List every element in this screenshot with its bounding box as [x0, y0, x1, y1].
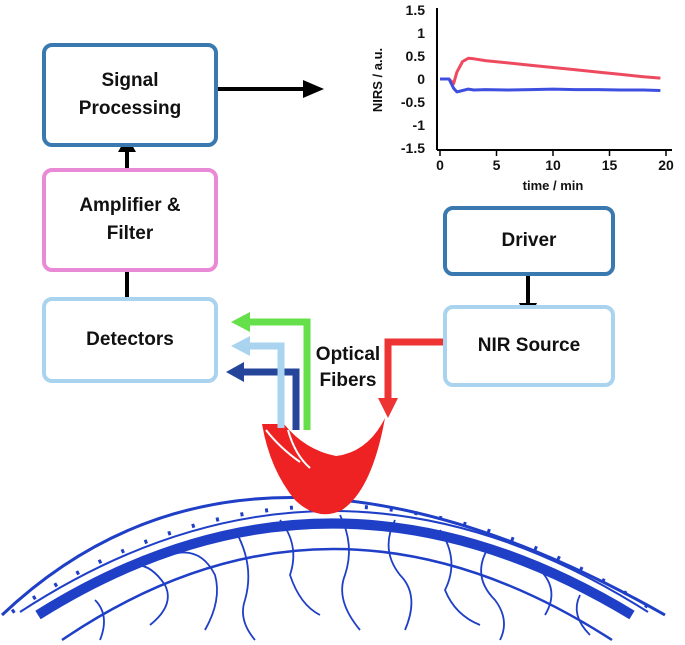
skull-outer-line: [0, 496, 666, 617]
signal-processing-label-line1: Signal: [101, 70, 159, 92]
amplifier-label-line2: Filter: [106, 223, 154, 244]
signal-processing-block: Signal Processing: [42, 43, 218, 147]
driver-block: Driver: [443, 206, 615, 276]
amplifier-label-line1: Amplifier &: [79, 195, 181, 217]
detectors-label: Detectors: [86, 329, 174, 351]
chart-y-tick-label: 1.5: [406, 2, 426, 18]
optical-fibers-label-line1: Optical: [315, 344, 381, 365]
chart-x-tick-label: 20: [658, 157, 674, 173]
detectors-block: Detectors: [42, 297, 218, 383]
nirs-chart: 1.5 1 0.5 0 -0.5 -1 -1.5 0 5 10 15 20 time / min NI…: [370, 2, 674, 193]
amplifier-filter-block: Amplifier & Filter: [42, 168, 218, 272]
chart-y-tick-label: 0: [417, 71, 425, 87]
chart-x-tick-label: 10: [545, 157, 561, 173]
light-path-region: [262, 418, 385, 515]
nir-source-label: NIR Source: [477, 335, 581, 357]
chart-y-tick-label: -0.5: [401, 94, 425, 110]
chart-series-1-line: [440, 56, 661, 86]
head-illustration: [0, 418, 666, 642]
fiber-arrow-red: [378, 398, 398, 418]
optical-fibers-label-line2: Fibers: [319, 369, 377, 391]
chart-y-axis-label: NIRS / a.u.: [370, 48, 385, 112]
chart-x-tick-label: 0: [436, 157, 444, 173]
chart-series-2-line: [440, 77, 661, 94]
chart-x-axis-label: time / min: [523, 178, 584, 193]
chart-x-tick-label: 15: [602, 157, 618, 173]
chart-y-tick-label: -1.5: [401, 140, 425, 156]
signal-processing-label-line2: Processing: [78, 98, 182, 119]
skull-thick-band: [35, 518, 635, 620]
fiber-arrow-green: [231, 312, 250, 332]
fiber-arrow-darkblue: [226, 362, 244, 382]
optical-fibers: [244, 318, 443, 430]
brain-sulci: [94, 514, 591, 641]
arrow-processing-to-output: [303, 80, 324, 98]
chart-x-tick-label: 5: [493, 157, 501, 173]
chart-y-tick-label: 0.5: [406, 48, 426, 64]
optical-fibers-label: Optical Fibers: [306, 342, 390, 393]
fiber-arrow-lightblue: [231, 336, 250, 356]
chart-y-tick-label: -1: [413, 117, 426, 133]
nir-source-block: NIR Source: [443, 305, 615, 387]
driver-label: Driver: [501, 230, 557, 252]
brain-surface: [61, 547, 613, 642]
chart-y-tick-label: 1: [417, 25, 425, 41]
